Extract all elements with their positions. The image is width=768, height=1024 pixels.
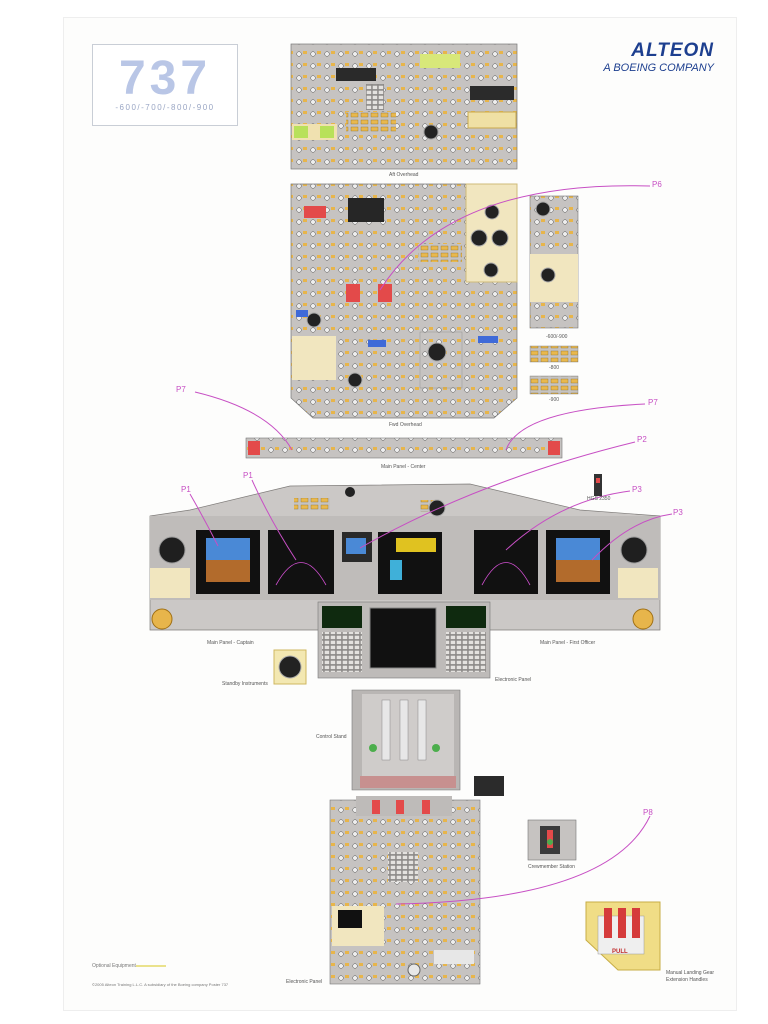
control-stand-label: Control Stand — [316, 734, 347, 740]
callout-p2: P2 — [637, 435, 647, 444]
poster-sheet — [64, 18, 736, 1010]
variant-900-label: -900 — [549, 397, 560, 403]
callout-p8: P8 — [643, 808, 653, 817]
fwd-overhead-label: Fwd Overhead — [389, 422, 422, 428]
landing-gear-label: Manual Landing Gear Extension Handles — [666, 970, 715, 983]
aft-electronic-panel-label: Electronic Panel — [286, 979, 323, 985]
variant-600-900-label: -600/-900 — [546, 334, 568, 340]
model-variants: -600/-700/-800/-900 — [115, 103, 215, 112]
brand-logo: ALTEON A BOEING COMPANY — [603, 40, 714, 74]
crew-station-label: Crewmember Station — [528, 864, 575, 870]
callout-p1-a: P1 — [181, 485, 191, 494]
callout-p3-b: P3 — [673, 508, 683, 517]
model-title: 737 — [118, 52, 212, 105]
aft-overhead-label: Aft Overhead — [389, 172, 419, 178]
footer-copyright: ©2005 Alteon Training L.L.C. A subsidiar… — [92, 982, 229, 987]
optional-equipment-legend: Optional Equipment — [92, 963, 136, 969]
variant-800-label: -800 — [549, 365, 560, 371]
brand-tagline: A BOEING COMPANY — [603, 62, 714, 74]
callout-p1-b: P1 — [243, 471, 253, 480]
callout-p3-a: P3 — [632, 485, 642, 494]
callout-p7-left: P7 — [176, 385, 186, 394]
main-captain-label: Main Panel - Captain — [207, 640, 254, 646]
callout-p7-right: P7 — [648, 398, 658, 407]
brand-name: ALTEON — [631, 40, 714, 61]
hgs-label: HGS 2350 — [587, 496, 611, 502]
callout-p6: P6 — [652, 180, 662, 189]
title-box: 737 -600/-700/-800/-900 — [92, 44, 238, 126]
main-fo-label: Main Panel - First Officer — [540, 640, 596, 646]
standby-label: Standby Instruments — [222, 681, 268, 687]
fwd-electronic-panel-label: Electronic Panel — [495, 677, 532, 683]
main-center-label: Main Panel - Center — [381, 464, 426, 470]
